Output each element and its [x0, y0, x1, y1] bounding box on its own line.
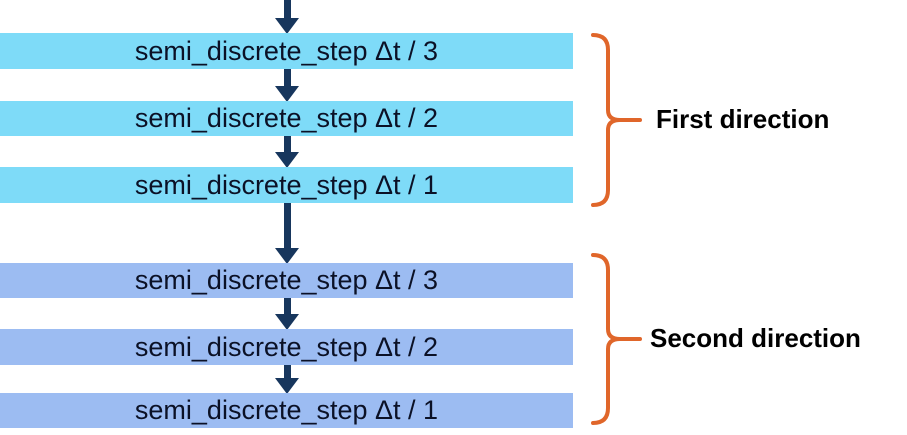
arrow-head-icon: [275, 152, 299, 168]
step-bar-label: semi_discrete_step Δt / 3: [134, 265, 439, 295]
arrow-head-icon: [275, 314, 299, 330]
step-bar-label: semi_discrete_step Δt / 1: [134, 169, 439, 200]
step-bar-label: semi_discrete_step Δt / 2: [134, 103, 439, 133]
down-arrow: [275, 136, 299, 168]
group-label-first-direction: First direction: [656, 104, 830, 134]
step-bar-label: semi_discrete_step Δt / 1: [134, 395, 439, 425]
right-curly-brace-icon: [591, 33, 642, 207]
step-bar: semi_discrete_step Δt / 1: [0, 167, 573, 203]
step-bar: semi_discrete_step Δt / 3: [0, 33, 573, 69]
group-label-second-direction: Second direction: [650, 323, 861, 353]
arrow-stem: [283, 136, 291, 152]
right-curly-brace-icon: [591, 253, 642, 425]
arrow-stem: [283, 298, 291, 314]
down-arrow: [275, 69, 299, 102]
down-arrow: [275, 0, 299, 34]
down-arrow: [275, 365, 299, 394]
step-bar: semi_discrete_step Δt / 3: [0, 263, 573, 298]
arrow-head-icon: [275, 248, 299, 264]
step-bar: semi_discrete_step Δt / 2: [0, 329, 573, 365]
step-bar-label: semi_discrete_step Δt / 3: [134, 35, 439, 66]
arrow-head-icon: [275, 86, 299, 102]
step-bar: semi_discrete_step Δt / 1: [0, 393, 573, 428]
down-arrow: [275, 203, 299, 264]
arrow-head-icon: [275, 378, 299, 394]
arrow-stem: [283, 203, 291, 248]
arrow-stem: [283, 69, 291, 86]
step-bar: semi_discrete_step Δt / 2: [0, 101, 573, 136]
arrow-head-icon: [275, 18, 299, 34]
arrow-stem: [283, 0, 291, 18]
arrow-stem: [283, 365, 291, 378]
step-bar-label: semi_discrete_step Δt / 2: [134, 331, 439, 362]
down-arrow: [275, 298, 299, 330]
